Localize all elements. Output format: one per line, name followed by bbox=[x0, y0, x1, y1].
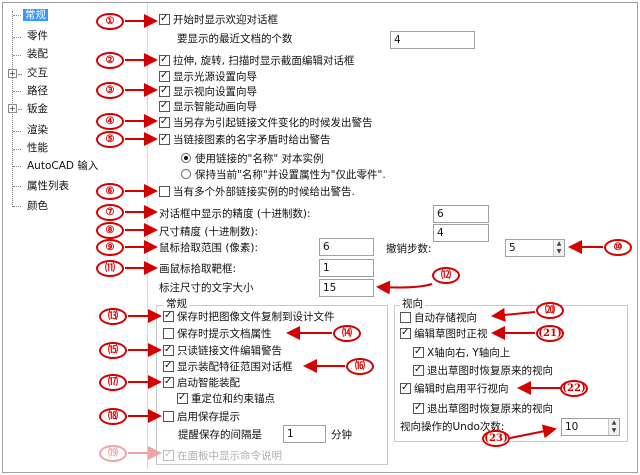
annotation-20: ⒇ bbox=[536, 302, 564, 319]
view-group-title: 视向 bbox=[400, 298, 425, 310]
annotation-10: ⑩ bbox=[604, 239, 632, 256]
annotation-11: ⑾ bbox=[96, 260, 124, 277]
tree-item-interaction[interactable]: 交互 bbox=[27, 67, 48, 79]
anim-wizard-checkbox[interactable]: 显示智能动画向导 bbox=[159, 99, 257, 115]
panel-cmd-desc-checkbox[interactable]: 在面板中显示命令说明 bbox=[163, 448, 282, 464]
options-tree: 常规 零件 装配 + 交互 路径 + 钣金 渲染 性能 AutoCAD 输入 属… bbox=[3, 3, 143, 469]
annotation-3: ③ bbox=[96, 82, 124, 99]
dialog-precision-input[interactable]: 6 bbox=[433, 205, 489, 223]
smart-assembly-checkbox[interactable]: 启动智能装配 bbox=[163, 375, 240, 391]
save-preview-checkbox[interactable]: 保存时把图像文件复制到设计文件 bbox=[163, 309, 335, 325]
restore-view-checkbox-2[interactable]: 退出草图时恢复原来的视向 bbox=[413, 401, 553, 417]
view-group bbox=[394, 305, 628, 442]
reposition-anchor-checkbox[interactable]: 重定位和约束锚点 bbox=[177, 391, 275, 407]
spinner-arrows-icon[interactable]: ▲▼ bbox=[553, 240, 564, 256]
annotation-4: ④ bbox=[96, 113, 124, 130]
tree-item-render[interactable]: 渲染 bbox=[27, 124, 48, 136]
undo-view-label: 视向操作的Undo次数: bbox=[400, 421, 505, 433]
tree-item-general[interactable]: 常规 bbox=[23, 9, 48, 21]
annotation-8: ⑧ bbox=[96, 222, 124, 239]
annotation-22: (22) bbox=[560, 380, 588, 397]
tree-item-sheetmetal[interactable]: 钣金 bbox=[27, 103, 48, 115]
assembly-range-checkbox[interactable]: 显示装配特征范围对话框 bbox=[163, 359, 293, 375]
dim-precision-label: 尺寸精度 (十进制数): bbox=[159, 226, 259, 238]
annotation-17: ⒄ bbox=[99, 374, 127, 391]
tree-item-performance[interactable]: 性能 bbox=[27, 142, 48, 154]
pick-range-label: 鼠标拾取范围 (像素): bbox=[159, 242, 259, 254]
pick-target-input[interactable]: 1 bbox=[319, 259, 374, 277]
recent-docs-label: 要显示的最近文档的个数 bbox=[177, 33, 293, 45]
label-size-label: 标注尺寸的文字大小 bbox=[159, 282, 254, 294]
annotation-5: ⑤ bbox=[96, 131, 124, 148]
parallel-view-checkbox[interactable]: 编辑时启用平行视向 bbox=[400, 381, 509, 397]
annotation-6: ⑥ bbox=[96, 183, 124, 200]
reminder-interval-label: 提醒保存的间隔是 bbox=[178, 429, 262, 441]
readonly-warn-checkbox[interactable]: 只读链接文件编辑警告 bbox=[163, 343, 282, 359]
multi-ext-warn-checkbox[interactable]: 当有多个外部链接实例的时候给出警告. bbox=[159, 184, 355, 200]
link-name-warn-checkbox[interactable]: 当链接图素的名字矛盾时给出警告 bbox=[159, 132, 331, 148]
view-wizard-checkbox[interactable]: 显示视向设置向导 bbox=[159, 84, 257, 100]
undo-steps-spinner[interactable]: 5▲▼ bbox=[505, 239, 565, 257]
tree-item-property-list[interactable]: 属性列表 bbox=[27, 180, 69, 192]
tree-item-color[interactable]: 颜色 bbox=[27, 200, 48, 212]
annotation-23: (23) bbox=[482, 430, 510, 447]
undo-view-spinner[interactable]: 10▲▼ bbox=[561, 418, 620, 436]
pick-range-input[interactable]: 6 bbox=[319, 238, 374, 256]
restore-view-checkbox-1[interactable]: 退出草图时恢复原来的视向 bbox=[413, 363, 553, 379]
label-size-input[interactable]: 15 bbox=[319, 279, 374, 297]
pick-target-label: 画鼠标拾取靶框: bbox=[159, 263, 237, 275]
general-group-title: 常规 bbox=[164, 298, 189, 310]
annotation-18: ⒅ bbox=[99, 408, 127, 425]
undo-steps-label: 撤销步数: bbox=[386, 243, 432, 255]
tree-item-part[interactable]: 零件 bbox=[27, 30, 48, 42]
tree-item-assembly[interactable]: 装配 bbox=[27, 48, 48, 60]
annotation-9: ⑨ bbox=[96, 239, 124, 256]
prompt-props-checkbox[interactable]: 保存时提示文档属性 bbox=[163, 326, 272, 342]
dim-precision-input[interactable]: 4 bbox=[433, 224, 489, 242]
annotation-1: ① bbox=[96, 13, 124, 30]
annotation-14: ⒁ bbox=[333, 325, 361, 342]
expand-interaction-icon[interactable]: + bbox=[8, 69, 17, 78]
save-as-warn-checkbox[interactable]: 当另存为引起链接文件变化的时候发出警告 bbox=[159, 115, 373, 131]
light-wizard-checkbox[interactable]: 显示光源设置向导 bbox=[159, 69, 257, 85]
dialog-precision-label: 对话框中显示的精度 (十进制数): bbox=[159, 208, 311, 220]
reminder-interval-input[interactable]: 1 bbox=[283, 425, 326, 443]
panel-divider bbox=[147, 3, 148, 469]
auto-save-view-checkbox[interactable]: 自动存储视向 bbox=[400, 310, 477, 326]
show-section-dialog-checkbox[interactable]: 拉伸, 旋转, 扫描时显示截面编辑对话框 bbox=[159, 53, 354, 69]
reminder-unit: 分钟 bbox=[331, 429, 352, 441]
spinner-arrows-icon[interactable]: ▲▼ bbox=[608, 419, 619, 435]
annotation-21: (21) bbox=[536, 325, 564, 342]
sketch-orthographic-checkbox[interactable]: 编辑草图时正视 bbox=[400, 326, 488, 342]
radio-use-link-name[interactable]: 使用链接的"名称" 对本实例 bbox=[181, 151, 324, 167]
recent-docs-input[interactable]: 4 bbox=[390, 31, 475, 49]
annotation-13: ⒀ bbox=[99, 308, 127, 325]
annotation-7: ⑦ bbox=[96, 204, 124, 221]
annotation-12: ⑿ bbox=[432, 267, 460, 284]
annotation-15: ⒂ bbox=[99, 342, 127, 359]
annotation-2: ② bbox=[96, 52, 124, 69]
annotation-16: ⒃ bbox=[346, 358, 374, 375]
tree-item-path[interactable]: 路径 bbox=[27, 85, 48, 97]
save-reminder-checkbox[interactable]: 启用保存提示 bbox=[163, 409, 240, 425]
tree-item-autocad-import[interactable]: AutoCAD 输入 bbox=[27, 160, 99, 172]
show-welcome-checkbox[interactable]: 开始时显示欢迎对话框 bbox=[159, 12, 278, 28]
x-right-y-up-checkbox[interactable]: X轴向右, Y轴向上 bbox=[413, 345, 510, 361]
annotation-19: ⒆ bbox=[99, 445, 127, 462]
expand-sheetmetal-icon[interactable]: + bbox=[8, 104, 17, 113]
radio-keep-name[interactable]: 保持当前"名称"并设置属性为"仅此零件". bbox=[181, 167, 386, 183]
